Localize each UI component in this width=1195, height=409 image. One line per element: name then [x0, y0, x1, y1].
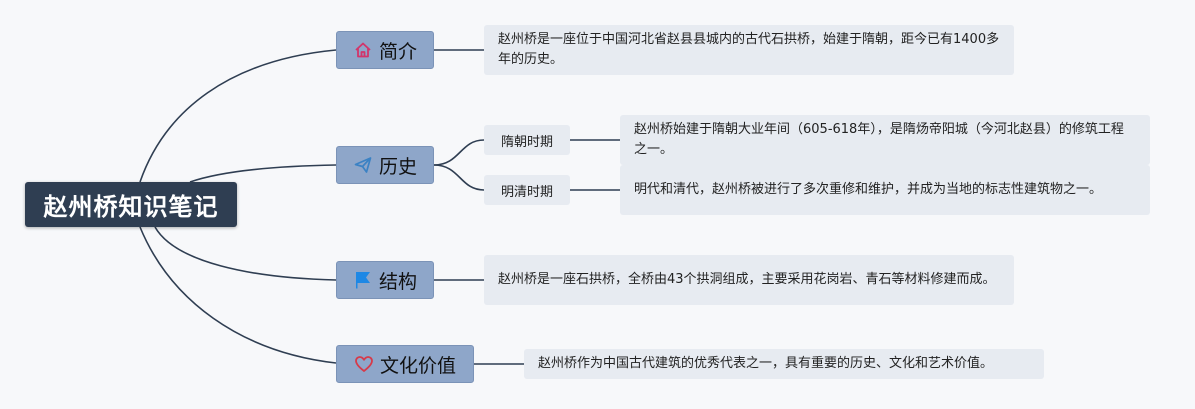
link-history-mingqing — [433, 164, 485, 191]
branch-value-label: 文化价值 — [379, 354, 456, 377]
branch-history-label: 历史 — [378, 155, 417, 178]
flag-icon — [353, 270, 373, 290]
note-value-text: 赵州桥作为中国古代建筑的优秀代表之一，具有重要的历史、文化和艺术价值。 — [538, 356, 994, 371]
link-history-sui — [433, 139, 485, 166]
root-topic-label: 赵州桥知识笔记 — [43, 193, 219, 221]
link-root-structure — [154, 226, 337, 281]
root-topic[interactable]: 赵州桥知识笔记 — [25, 182, 237, 227]
note-intro-text: 赵州桥是一座位于中国河北省赵县县城内的古代石拱桥，始建于隋朝，距今已有1400多… — [498, 32, 1000, 67]
note-value: 赵州桥作为中国古代建筑的优秀代表之一，具有重要的历史、文化和艺术价值。 — [524, 349, 1044, 379]
note-intro: 赵州桥是一座位于中国河北省赵县县城内的古代石拱桥，始建于隋朝，距今已有1400多… — [484, 25, 1014, 75]
note-structure-text: 赵州桥是一座石拱桥，全桥由43个拱洞组成，主要采用花岗岩、青石等材料修建而成。 — [498, 272, 996, 287]
home-icon — [353, 40, 373, 60]
link-root-history — [189, 164, 337, 183]
branch-intro-label: 简介 — [378, 40, 417, 63]
paper-plane-icon — [353, 155, 373, 175]
note-sui: 赵州桥始建于隋朝大业年间（605-618年），是隋炀帝阳城（今河北赵县）的修筑工… — [620, 115, 1150, 165]
sub-mingqing[interactable]: 明清时期 — [484, 175, 570, 205]
sub-sui[interactable]: 隋朝时期 — [484, 125, 570, 155]
branch-structure[interactable]: 结构 — [336, 261, 434, 299]
link-root-intro — [139, 49, 337, 183]
sub-sui-label: 隋朝时期 — [500, 134, 553, 150]
branch-history[interactable]: 历史 — [336, 146, 434, 184]
link-root-value — [139, 226, 337, 364]
branch-intro[interactable]: 简介 — [336, 31, 434, 69]
note-sui-text: 赵州桥始建于隋朝大业年间（605-618年），是隋炀帝阳城（今河北赵县）的修筑工… — [634, 122, 1124, 157]
branch-value[interactable]: 文化价值 — [336, 345, 474, 383]
heart-icon — [354, 354, 374, 374]
sub-mingqing-label: 明清时期 — [500, 184, 553, 200]
note-mingqing: 明代和清代，赵州桥被进行了多次重修和维护，并成为当地的标志性建筑物之一。 — [620, 165, 1150, 215]
note-structure: 赵州桥是一座石拱桥，全桥由43个拱洞组成，主要采用花岗岩、青石等材料修建而成。 — [484, 255, 1014, 305]
branch-structure-label: 结构 — [378, 270, 417, 293]
note-mingqing-text: 明代和清代，赵州桥被进行了多次重修和维护，并成为当地的标志性建筑物之一。 — [634, 182, 1103, 197]
